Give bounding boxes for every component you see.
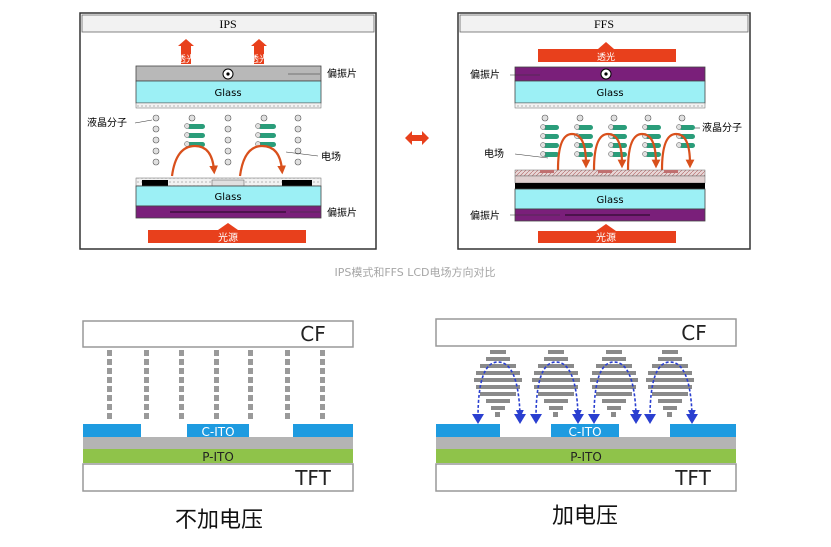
- ffs-glass-top-label: Glass: [596, 88, 623, 99]
- ips-glass-top-label: Glass: [214, 88, 241, 99]
- ips-title-bar: [81, 14, 375, 33]
- insulator-layer: [436, 437, 736, 449]
- p-ito-label: P-ITO: [202, 450, 234, 464]
- c-ito-electrode: [436, 424, 500, 437]
- ffs-panel: FFS 透光 偏振片 Glass: [457, 12, 751, 250]
- ffs-common-electrode: [515, 183, 705, 189]
- p-ito-layer: [83, 449, 353, 463]
- tft-label: TFT: [294, 466, 331, 490]
- ffs-polarizer-top-label: 偏振片: [470, 68, 500, 81]
- p-ito-label: P-ITO: [570, 450, 602, 464]
- c-ito-label: C-ITO: [201, 425, 234, 439]
- field-arrowheads: [472, 414, 698, 424]
- ips-polarizer-top-label: 偏振片: [327, 67, 357, 80]
- no-voltage-label: 不加电压: [175, 508, 263, 533]
- cf-layer: [82, 320, 354, 348]
- ips-polarizer-bottom-label: 偏振片: [327, 206, 357, 219]
- svg-text:光源: 光源: [218, 231, 238, 244]
- tft-label: TFT: [674, 466, 711, 490]
- insulator-layer: [83, 437, 353, 449]
- diagram-no-voltage: CF C-ITO P-ITO TFT 不加电压: [82, 320, 354, 533]
- ips-electric-field-arcs: [170, 144, 287, 177]
- c-ito-electrode: [293, 424, 353, 437]
- ips-title: IPS: [219, 17, 236, 31]
- compare-double-arrow-icon: [405, 131, 429, 145]
- c-ito-label: C-ITO: [568, 425, 601, 439]
- electric-field-arcs: [477, 361, 696, 419]
- ffs-polarizer-bottom-label: 偏振片: [470, 209, 500, 222]
- ffs-electric-field-arcs: [556, 132, 695, 171]
- ffs-backlight-arrow: 光源: [538, 224, 676, 244]
- c-ito-electrode: [83, 424, 141, 437]
- cf-label: CF: [681, 321, 706, 345]
- ffs-field-label: 电场: [484, 147, 504, 160]
- lc-tilted-molecules: [474, 350, 694, 417]
- p-ito-layer: [436, 449, 736, 463]
- ips-glass-bottom-label: Glass: [214, 192, 241, 203]
- ips-lc-molecules: [152, 114, 302, 166]
- ffs-glass-bottom-label: Glass: [596, 195, 623, 206]
- tft-layer: [435, 463, 737, 492]
- svg-text:透光: 透光: [250, 53, 268, 65]
- ips-lc-molecule-label: 液晶分子: [87, 116, 127, 129]
- ips-backlight-arrow: 光源: [148, 223, 306, 244]
- ips-panel: IPS 透光 透光 偏振片 Glass: [79, 12, 377, 250]
- diagram-voltage-applied: CF: [435, 318, 737, 529]
- voltage-applied-label: 加电压: [552, 504, 618, 529]
- ffs-title: FFS: [594, 17, 614, 31]
- c-ito-electrode: [187, 424, 249, 437]
- ips-top-light-left: 透光: [177, 39, 195, 65]
- ffs-top-light: 透光: [538, 42, 676, 63]
- lc-vertical-columns: [107, 350, 325, 419]
- figure-caption: IPS模式和FFS LCD电场方向对比: [334, 265, 495, 279]
- svg-text:光源: 光源: [596, 231, 616, 244]
- ips-field-label: 电场: [321, 150, 341, 163]
- svg-text:透光: 透光: [597, 51, 615, 63]
- cf-layer: [435, 318, 737, 347]
- cf-label: CF: [300, 322, 325, 346]
- ffs-title-bar: [459, 14, 749, 33]
- ips-top-light-right: 透光: [250, 39, 268, 65]
- ffs-lc-molecule-label: 液晶分子: [702, 121, 742, 134]
- tft-layer: [82, 463, 354, 492]
- c-ito-electrode: [551, 424, 619, 437]
- c-ito-electrode: [670, 424, 736, 437]
- svg-text:透光: 透光: [177, 53, 195, 65]
